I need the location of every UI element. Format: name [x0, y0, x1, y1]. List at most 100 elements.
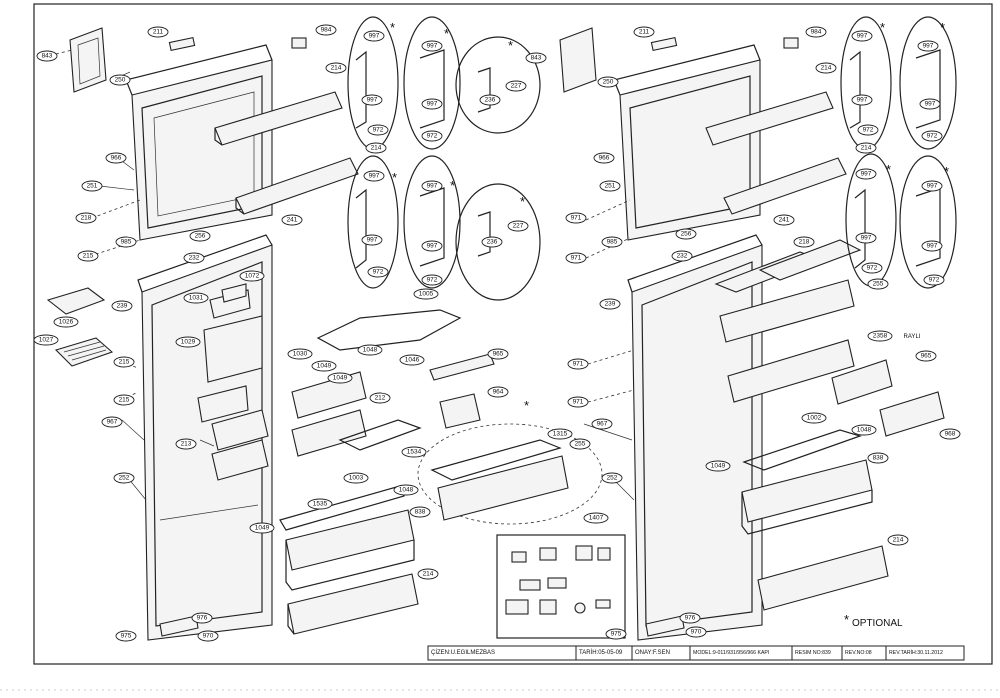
label-255-left: 255 — [569, 438, 591, 450]
label-text: 218 — [799, 239, 810, 246]
label-text: 997 — [925, 101, 936, 108]
label-text: 970 — [691, 629, 702, 636]
label-997-right-4: 997 — [919, 98, 941, 110]
star-marker: * — [390, 20, 395, 35]
label-972-left-4: 972 — [421, 274, 443, 286]
label-1048-right: 1048 — [851, 424, 877, 436]
label-text: 838 — [873, 455, 884, 462]
label-text: 239 — [117, 303, 128, 310]
label-text: 239 — [605, 301, 616, 308]
label-997-right-6: 997 — [921, 180, 943, 192]
label-text: 997 — [369, 173, 380, 180]
label-214-left-mid: 214 — [365, 142, 387, 154]
label-text: 236 — [487, 239, 498, 246]
label-985-right: 985 — [601, 236, 623, 248]
left-handle-bracket — [69, 27, 107, 93]
label-text: 227 — [513, 223, 524, 230]
label-251-left: 251 — [81, 180, 103, 192]
label-976-right: 976 — [679, 612, 701, 624]
right-part-211 — [650, 36, 678, 52]
title-rev-date: REV.TARİH:30.11.2012 — [889, 649, 943, 656]
label-997-right-7: 997 — [855, 232, 877, 244]
left-optional-group — [417, 423, 603, 525]
label-text: 972 — [927, 133, 938, 140]
label-text: 970 — [203, 633, 214, 640]
label-text: 975 — [121, 633, 132, 640]
label-211-right: 211 — [633, 26, 655, 38]
label-965-right: 965 — [915, 350, 937, 362]
label-text: 843 — [42, 53, 53, 60]
label-text: 997 — [427, 101, 438, 108]
label-250-right: 250 — [597, 76, 619, 88]
label-256-left: 256 — [189, 230, 211, 242]
label-text: 256 — [195, 233, 206, 240]
label-text: 212 — [375, 395, 386, 402]
label-214-right-mid: 214 — [855, 142, 877, 154]
label-text: 1407 — [589, 515, 604, 522]
label-211-left: 211 — [147, 26, 169, 38]
label-1048-left-b: 1048 — [393, 484, 419, 496]
label-text: 1049 — [317, 363, 332, 370]
label-text: 971 — [573, 399, 584, 406]
part-labels: 211 984 843 250 214 214 966 251 218 241 … — [33, 24, 961, 642]
star-marker: * — [450, 178, 455, 193]
left-door-shelf-213 — [211, 409, 269, 481]
label-1049-left-b: 1049 — [327, 372, 353, 384]
label-text: 972 — [373, 269, 384, 276]
label-text: 997 — [367, 237, 378, 244]
label-215-left-top: 215 — [77, 250, 99, 262]
label-text: 215 — [119, 359, 130, 366]
star-marker: * — [880, 20, 885, 35]
label-text: 967 — [107, 419, 118, 426]
label-text: 997 — [367, 97, 378, 104]
label-2358-right: 2358 — [867, 330, 893, 342]
label-text: 1005 — [419, 291, 434, 298]
label-text: 214 — [821, 65, 832, 72]
label-213-left: 213 — [175, 438, 197, 450]
label-text: 997 — [861, 235, 872, 242]
label-971-right-1: 971 — [565, 212, 587, 224]
label-976-left: 976 — [191, 612, 213, 624]
label-232-right: 232 — [671, 250, 693, 262]
label-text: 997 — [927, 243, 938, 250]
label-975-right: 975 — [605, 628, 627, 640]
label-text: 976 — [685, 615, 696, 622]
left-handle-detail-ovals — [347, 16, 541, 301]
label-997-left-7: 997 — [361, 234, 383, 246]
label-972-left-1: 972 — [367, 124, 389, 136]
left-water-dispenser — [197, 283, 263, 423]
label-1027-left: 1027 — [33, 334, 59, 346]
label-970-right: 970 — [685, 626, 707, 638]
label-text: 1534 — [407, 449, 422, 456]
label-text: 1048 — [363, 347, 378, 354]
label-text: 232 — [677, 253, 688, 260]
label-215-left-mid: 215 — [113, 356, 135, 368]
label-218-left: 218 — [75, 212, 97, 224]
label-text: 964 — [493, 389, 504, 396]
label-text: 843 — [531, 55, 542, 62]
label-997-left-1: 997 — [363, 30, 385, 42]
label-text: 984 — [321, 27, 332, 34]
title-rev-no: REV.NO:08 — [845, 650, 872, 656]
label-838-right: 838 — [867, 452, 889, 464]
rayli-note: RAYLI — [904, 334, 921, 340]
label-text: 966 — [111, 155, 122, 162]
left-bottom-shelf-838 — [285, 509, 415, 591]
right-lower-hinge — [645, 615, 685, 637]
parts-kit-items — [505, 545, 611, 615]
star-marker: * — [392, 170, 397, 185]
left-bottom-shelf-214 — [287, 573, 419, 635]
label-972-left-3: 972 — [367, 266, 389, 278]
label-text: 1048 — [857, 427, 872, 434]
label-1535-left: 1535 — [307, 498, 333, 510]
label-text: 972 — [863, 127, 874, 134]
label-text: 255 — [873, 281, 884, 288]
label-text: 997 — [927, 183, 938, 190]
label-997-left-6: 997 — [421, 180, 443, 192]
label-218-right: 218 — [793, 236, 815, 248]
label-971-right-3: 971 — [567, 358, 589, 370]
label-256-right: 256 — [675, 228, 697, 240]
label-text: 252 — [119, 475, 130, 482]
label-text: 997 — [857, 33, 868, 40]
label-997-left-4: 997 — [421, 98, 443, 110]
